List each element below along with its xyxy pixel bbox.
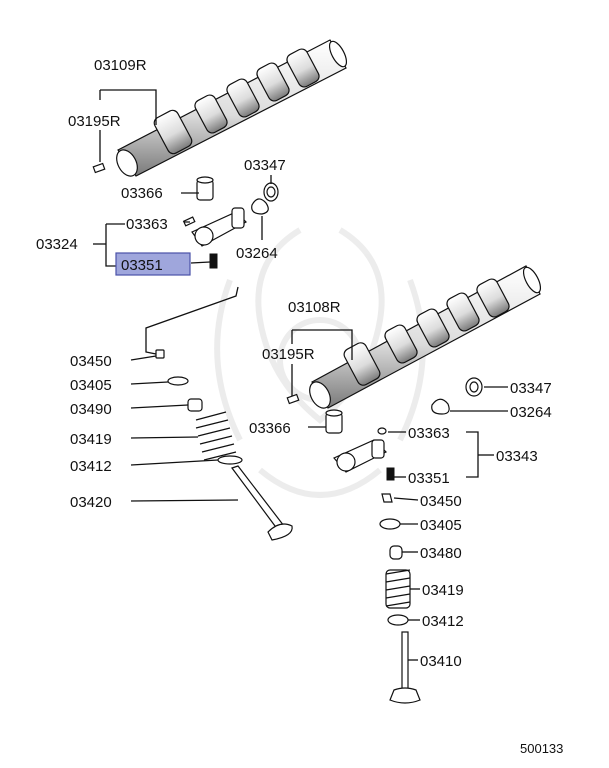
upper-valve-seal-03490 [187,398,203,412]
label-03366-upper[interactable]: 03366 [121,185,163,202]
label-03450-lower[interactable]: 03450 [420,493,462,510]
lower-gasket-03264 [431,398,450,415]
lower-small-part-03363 [377,427,387,435]
label-03420[interactable]: 03420 [70,494,112,511]
label-03351-upper[interactable]: 03351 [121,257,163,274]
lower-adjust-screw-03351 [386,467,395,481]
leader-lines [93,89,508,661]
upper-seal-03347 [263,182,279,202]
label-03480[interactable]: 03480 [420,545,462,562]
upper-adjust-screw-03351 [209,253,218,269]
upper-spring-seat-03412 [217,455,243,465]
upper-valve-spring-03419 [195,411,237,461]
label-03264-upper[interactable]: 03264 [236,245,278,262]
label-03195R-upper[interactable]: 03195R [68,113,121,130]
upper-camshaft-pin [92,162,106,174]
upper-rocker-arm [191,207,247,247]
label-03450-upper[interactable]: 03450 [70,353,112,370]
lower-valve-03410 [389,631,421,704]
label-03343[interactable]: 03343 [496,448,538,465]
label-03109R[interactable]: 03109R [94,57,147,74]
upper-lash-adjuster [196,176,214,201]
label-03351-lower[interactable]: 03351 [408,470,450,487]
lower-seal-03347 [465,377,483,397]
label-03347-lower[interactable]: 03347 [510,380,552,397]
label-03412-lower[interactable]: 03412 [422,613,464,630]
label-03363-upper[interactable]: 03363 [126,216,168,233]
upper-valve-03420 [231,465,293,541]
label-03405-upper[interactable]: 03405 [70,377,112,394]
lower-lash-adjuster [325,409,343,434]
label-03347-upper[interactable]: 03347 [244,157,286,174]
label-03419-upper[interactable]: 03419 [70,431,112,448]
lower-rocker-arm [333,439,388,473]
upper-gasket-03264 [251,198,269,215]
label-03405-lower[interactable]: 03405 [420,517,462,534]
lower-camshaft [309,265,542,409]
upper-retainer-03405 [167,376,189,386]
label-03195R-lower[interactable]: 03195R [262,346,315,363]
label-03264-lower[interactable]: 03264 [510,404,552,421]
label-03324[interactable]: 03324 [36,236,78,253]
lower-valve-cotter-03450 [381,493,393,503]
label-03108R[interactable]: 03108R [288,299,341,316]
lower-retainer-03405 [379,518,401,530]
figure-code: 500133 [520,741,563,756]
upper-camshaft [116,39,348,177]
label-03410[interactable]: 03410 [420,653,462,670]
label-03412-upper[interactable]: 03412 [70,458,112,475]
label-03366-lower[interactable]: 03366 [249,420,291,437]
upper-valve-cotter-03450 [155,349,165,359]
lower-valve-seal-03480 [389,545,403,560]
label-03419-lower[interactable]: 03419 [422,582,464,599]
lower-camshaft-pin [286,393,300,405]
lower-valve-spring-03419 [385,569,411,609]
label-03363-lower[interactable]: 03363 [408,425,450,442]
label-03490[interactable]: 03490 [70,401,112,418]
highlight-box-03351 [115,252,191,276]
lower-spring-seat-03412 [387,614,409,626]
